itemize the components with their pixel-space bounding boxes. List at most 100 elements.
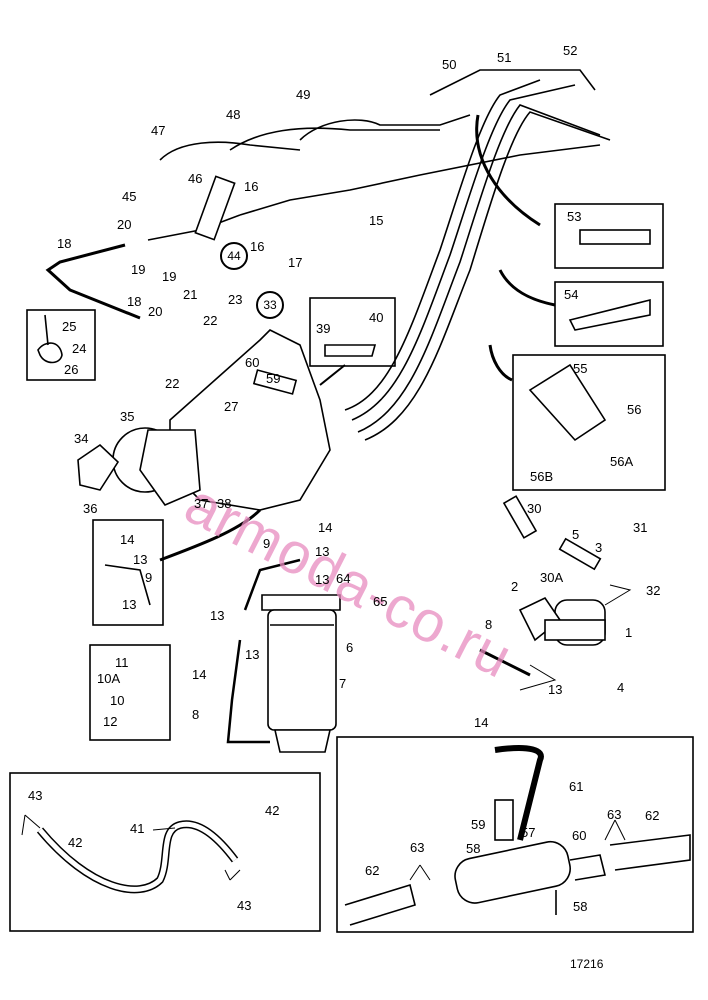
callout-18-b: 18 [127, 294, 142, 309]
callout-51: 51 [497, 50, 512, 65]
callout-13-g: 13 [548, 682, 563, 697]
callout-7: 7 [339, 676, 347, 691]
injection-pipes [147, 69, 611, 441]
callout-49: 49 [296, 87, 311, 102]
callout-58-b: 58 [573, 899, 588, 914]
arrow-2 [498, 269, 556, 307]
detail-box-10 [89, 644, 171, 741]
callout-64: 64 [336, 571, 351, 586]
callout-23: 23 [228, 292, 243, 307]
callout-11: 11 [115, 655, 129, 670]
callout-30A: 30A [540, 570, 564, 585]
callout-38: 38 [217, 496, 232, 511]
callout-13-d: 13 [315, 572, 330, 587]
callout-62-b: 62 [645, 808, 660, 823]
callout-60: 60 [245, 355, 260, 370]
callout-14-d: 14 [474, 715, 489, 730]
callout-37: 37 [194, 496, 209, 511]
callout-56B: 56B [530, 469, 554, 484]
callout-17: 17 [288, 255, 303, 270]
callout-13-c: 13 [315, 544, 330, 559]
callout-9-box: 9 [145, 570, 153, 585]
callout-53: 53 [567, 209, 582, 224]
callout-54: 54 [564, 287, 579, 302]
callout-34: 34 [74, 431, 89, 446]
arrow-4 [319, 364, 346, 386]
callout-16-b: 16 [250, 239, 265, 254]
callout-47: 47 [151, 123, 166, 138]
pipe-27 [252, 369, 298, 395]
callout-63-b: 63 [607, 807, 622, 822]
callout-36: 36 [83, 501, 98, 516]
callout-59: 59 [266, 371, 281, 386]
feed-pump [518, 596, 606, 646]
detail-box-54 [554, 281, 664, 347]
detail-box-24 [26, 309, 96, 381]
callout-9: 9 [263, 536, 271, 551]
callout-46: 46 [188, 171, 203, 186]
callout-61: 61 [569, 779, 584, 794]
fuel-filter [261, 594, 341, 753]
callout-24: 24 [72, 341, 87, 356]
callout-18-a: 18 [57, 236, 72, 251]
callout-19-a: 19 [131, 262, 146, 277]
callout-43-a: 43 [28, 788, 43, 803]
detail-box-39 [309, 297, 396, 367]
callout-58-a: 58 [466, 841, 481, 856]
detail-box-53 [554, 203, 664, 269]
pipe-9 [243, 558, 301, 611]
heat-exchanger [344, 745, 691, 926]
callout-40: 40 [369, 310, 384, 325]
callout-20-b: 20 [148, 304, 163, 319]
callout-20-a: 20 [117, 217, 132, 232]
callout-8: 8 [192, 707, 200, 722]
callout-59-b: 59 [471, 817, 486, 832]
detail-box-57 [336, 736, 694, 933]
callout-13-b: 13 [122, 597, 137, 612]
callout-42-b: 42 [265, 803, 280, 818]
drive-flange [77, 443, 120, 491]
callout-42-a: 42 [68, 835, 83, 850]
callout-16-a: 16 [244, 179, 259, 194]
callout-63-a: 63 [410, 840, 425, 855]
callout-21: 21 [183, 287, 198, 302]
callout-3: 3 [595, 540, 603, 555]
callout-48: 48 [226, 107, 241, 122]
callout-10A: 10A [97, 671, 121, 686]
callout-1: 1 [625, 625, 633, 640]
arrow-1 [475, 114, 541, 227]
injection-pump [169, 329, 331, 511]
callout-25: 25 [62, 319, 77, 334]
callout-19-b: 19 [162, 269, 177, 284]
callout-13-e: 13 [210, 608, 225, 623]
callout-32: 32 [646, 583, 661, 598]
callout-62-a: 62 [365, 863, 380, 878]
callout-52: 52 [563, 43, 578, 58]
detail-box-41 [9, 772, 321, 932]
callout-60-b: 60 [572, 828, 587, 843]
callout-33: 33 [256, 291, 284, 319]
callout-26: 26 [64, 362, 79, 377]
callout-41: 41 [130, 821, 145, 836]
callout-10: 10 [110, 693, 125, 708]
callout-22-a: 22 [203, 313, 218, 328]
injector [194, 175, 236, 241]
callout-2: 2 [511, 579, 519, 594]
callout-55: 55 [573, 361, 588, 376]
callout-30: 30 [527, 501, 542, 516]
callout-57: 57 [521, 825, 536, 840]
callout-56: 56 [627, 402, 642, 417]
pipe-8 [226, 639, 270, 744]
callout-27: 27 [224, 399, 239, 414]
callout-65: 65 [373, 594, 388, 609]
figure-number: 17216 [570, 957, 604, 971]
callout-12: 12 [103, 714, 118, 729]
callout-45: 45 [122, 189, 137, 204]
callout-35: 35 [120, 409, 135, 424]
callout-8-feed: 8 [485, 617, 493, 632]
callout-14-a: 14 [120, 532, 135, 547]
callout-22-b: 22 [165, 376, 180, 391]
callout-6: 6 [346, 640, 354, 655]
return-hose [45, 243, 141, 320]
